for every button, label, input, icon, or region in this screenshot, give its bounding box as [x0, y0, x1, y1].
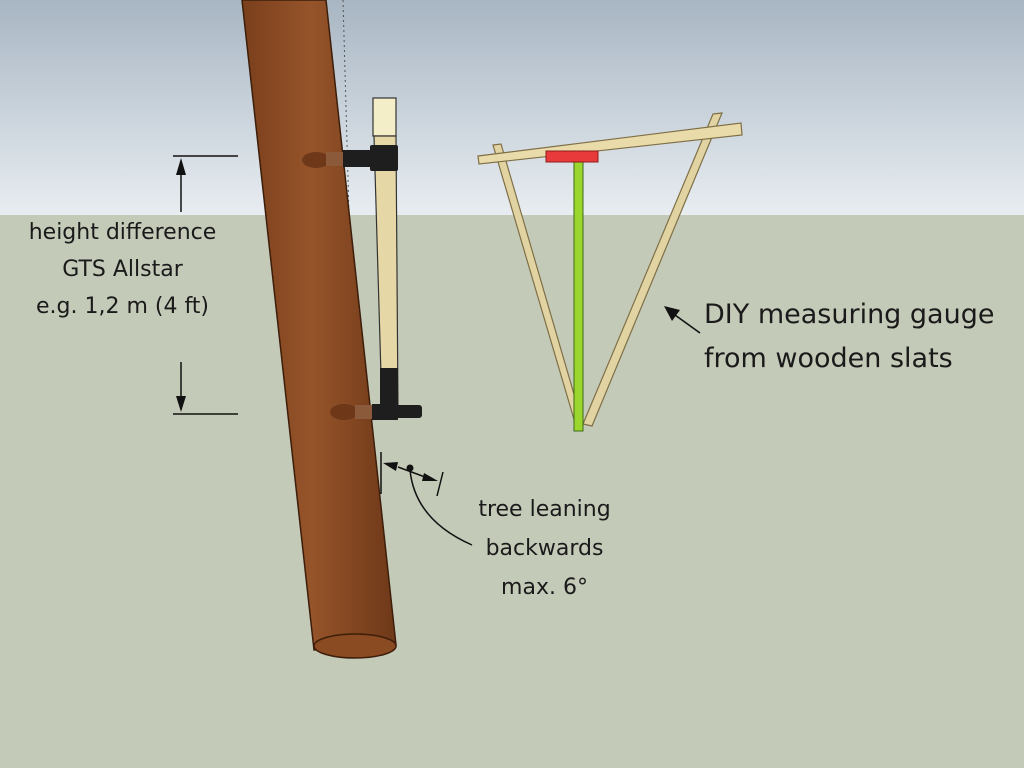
- gauge-pointer-arrow: [664, 306, 701, 334]
- sky: [0, 0, 1024, 215]
- tree-lean-label: tree leaning backwards max. 6°: [462, 490, 627, 607]
- upper-bolt-hole: [302, 152, 330, 168]
- height-difference-label: height difference GTS Allstar e.g. 1,2 m…: [0, 214, 245, 325]
- vertical-reference-line: [342, 0, 350, 216]
- lower-bolt-hole: [330, 404, 358, 420]
- lean-label-line-2: backwards: [485, 536, 604, 561]
- lower-bracket: [355, 368, 422, 420]
- gauge-label-line-2: from wooden slats: [704, 343, 953, 374]
- lean-label-line-3: max. 6°: [501, 575, 588, 600]
- gauge-label-line-1: DIY measuring gauge: [704, 299, 995, 330]
- upper-bracket: [326, 145, 398, 171]
- gts-post: [372, 97, 399, 411]
- ground: [0, 215, 1024, 768]
- gauge-label: DIY measuring gauge from wooden slats: [704, 293, 1004, 381]
- height-label-line-2: GTS Allstar: [62, 257, 183, 282]
- plumb-bob-stick: [573, 159, 584, 432]
- height-label-line-1: height difference: [28, 220, 217, 245]
- tree-trunk: [241, 0, 397, 659]
- height-dimension: [173, 155, 238, 415]
- plumb-top-marker: [545, 150, 599, 163]
- height-label-line-3: e.g. 1,2 m (4 ft): [35, 294, 210, 319]
- lean-angle-marker: [380, 452, 473, 546]
- lean-label-line-1: tree leaning: [478, 497, 611, 522]
- diy-gauge: [477, 112, 743, 432]
